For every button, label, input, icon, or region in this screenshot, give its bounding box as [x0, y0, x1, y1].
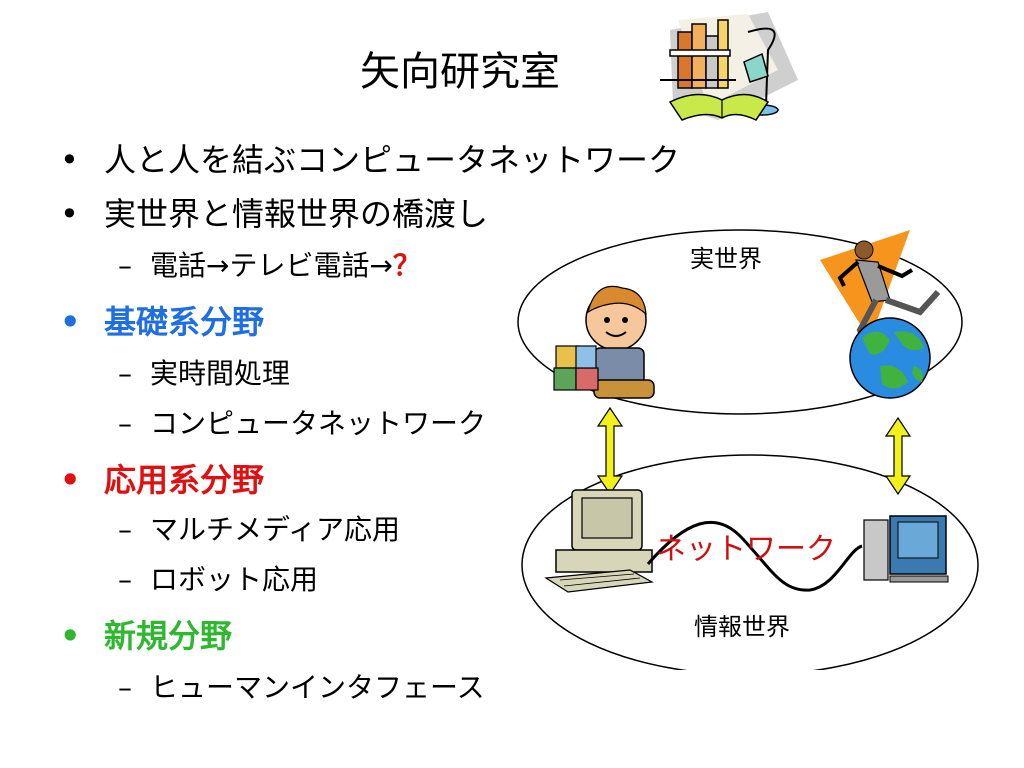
bullet-dot: •	[60, 461, 81, 499]
sub-bullet-dash: –	[118, 563, 132, 596]
left-computer-icon	[544, 489, 654, 593]
left-double-arrow-icon	[596, 406, 624, 496]
bullet-text: 新規分野	[104, 617, 233, 655]
bullet-dot: •	[60, 303, 81, 341]
bullet-text: 基礎系分野	[104, 303, 265, 341]
world-diagram: 実世界 情報世界 ネットワーク	[510, 220, 980, 676]
question-mark: ？	[392, 249, 421, 282]
bullet-dot: •	[60, 617, 81, 655]
bullet-text: コンピュータネットワーク	[150, 407, 487, 440]
sub-bullet-dash: –	[118, 671, 132, 704]
bullet-dot: •	[60, 141, 79, 179]
globe-icon	[849, 317, 931, 399]
child-with-blocks-icon	[553, 285, 655, 399]
bullet-text: マルチメディア応用	[150, 513, 401, 546]
sub-bullet-dash: –	[118, 357, 132, 390]
diagram-graphics	[517, 229, 979, 676]
bullet-text: 人と人を結ぶコンピュータネットワーク	[104, 141, 681, 179]
right-double-arrow-icon	[884, 416, 912, 496]
bullet-text: 電話→テレビ電話→	[150, 249, 393, 282]
bullet-text: ヒューマンインタフェース	[150, 671, 485, 704]
right-computer-icon	[863, 515, 949, 583]
sub-bullet-dash: –	[118, 407, 132, 440]
bullet-text: 実時間処理	[150, 357, 291, 390]
bullet-text: 実世界と情報世界の橋渡し	[104, 195, 489, 233]
bullet-dot: •	[60, 195, 79, 233]
real-world-label: 実世界	[690, 245, 762, 273]
sub-bullet-dash: –	[118, 249, 132, 282]
study-clipart-icon	[660, 12, 798, 121]
real-world-ellipse	[517, 229, 963, 415]
sub-bullet-dash: –	[118, 513, 132, 546]
info-world-label: 情報世界	[694, 613, 790, 641]
slide-title: 矢向研究室	[360, 49, 560, 95]
bullet-text: ロボット応用	[150, 563, 319, 596]
network-label: ネットワーク	[656, 532, 836, 567]
bullet-text: 応用系分野	[104, 461, 265, 499]
network-wire	[646, 521, 863, 592]
